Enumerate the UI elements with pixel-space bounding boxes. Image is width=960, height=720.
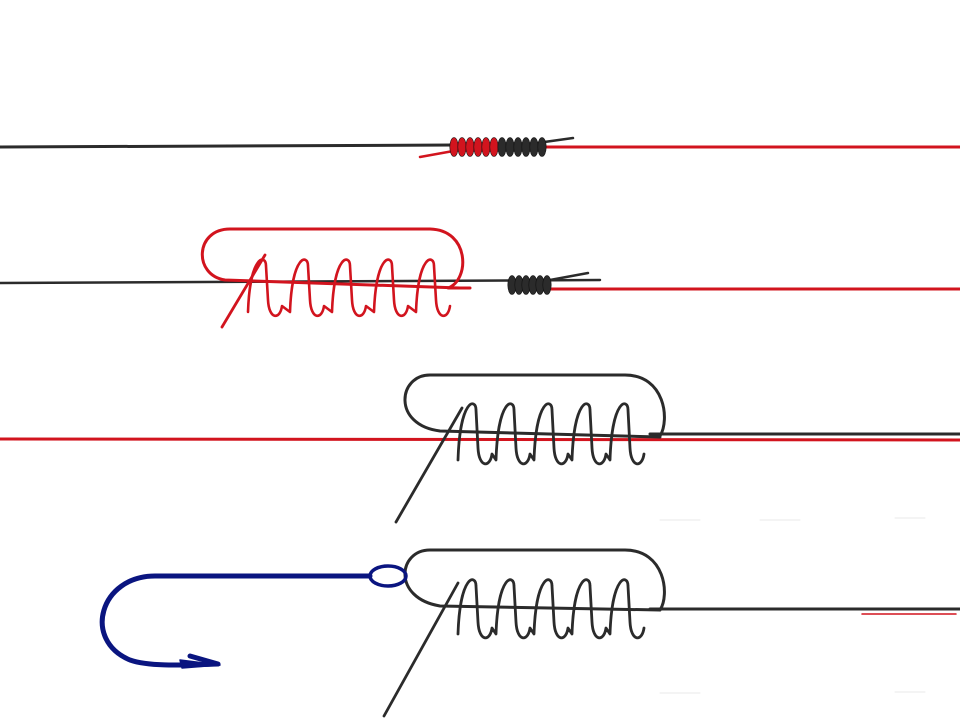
wrap-6 [489,137,499,157]
dark-tag-end [548,271,590,282]
red-coil [246,258,452,318]
wrap-2 [457,137,467,157]
dark-tag-end [382,581,460,718]
hook-point [179,659,221,669]
dark-loop [403,548,666,612]
wrap-10 [521,137,531,157]
dark-loop [403,373,666,439]
step-1 [0,136,960,159]
wrap-1 [449,137,459,157]
wrap-3 [465,137,475,157]
wrap-12 [537,137,547,157]
step-4 [99,548,960,718]
wrap-11 [529,137,539,157]
step-2 [0,227,960,329]
dark-coil [456,578,646,640]
step-3 [0,373,960,524]
wrap-7 [497,137,507,157]
hook-shank-bend [99,573,373,668]
dark-tag-end [394,406,464,524]
wrap-8 [505,137,515,157]
red-line [0,437,960,442]
wrap-9 [513,137,523,157]
dark-coil [456,402,646,466]
red-loop [200,227,472,290]
red-tag-end [220,253,267,329]
wrap-6 [542,275,552,295]
wrap-4 [473,137,483,157]
wrap-5 [481,137,491,157]
hook-eye [368,564,408,588]
dark-line-left [0,143,457,149]
